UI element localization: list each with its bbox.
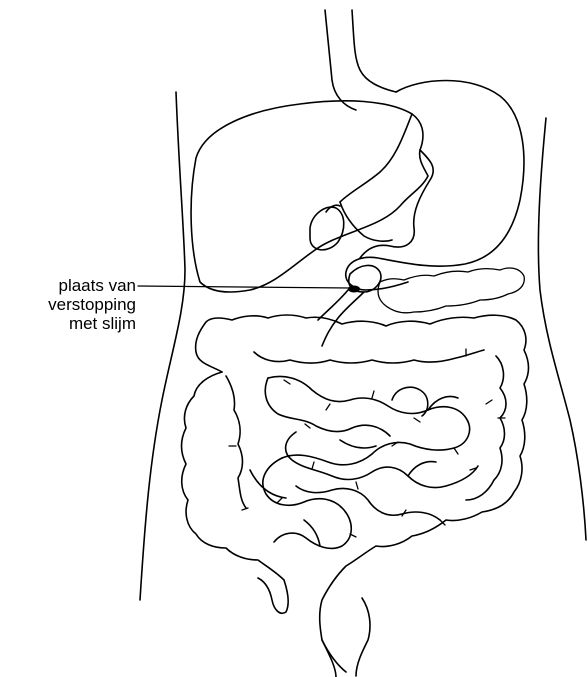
body-outline-right — [538, 118, 586, 540]
obstruction-mucus-spot — [348, 286, 360, 293]
body-outline — [140, 92, 586, 600]
body-outline-left — [140, 92, 185, 600]
liver — [191, 101, 428, 292]
large-intestine — [182, 315, 529, 677]
esophagus — [325, 10, 396, 110]
duodenum — [318, 265, 524, 346]
annotation-leader-line — [138, 286, 350, 288]
stomach — [340, 81, 524, 291]
